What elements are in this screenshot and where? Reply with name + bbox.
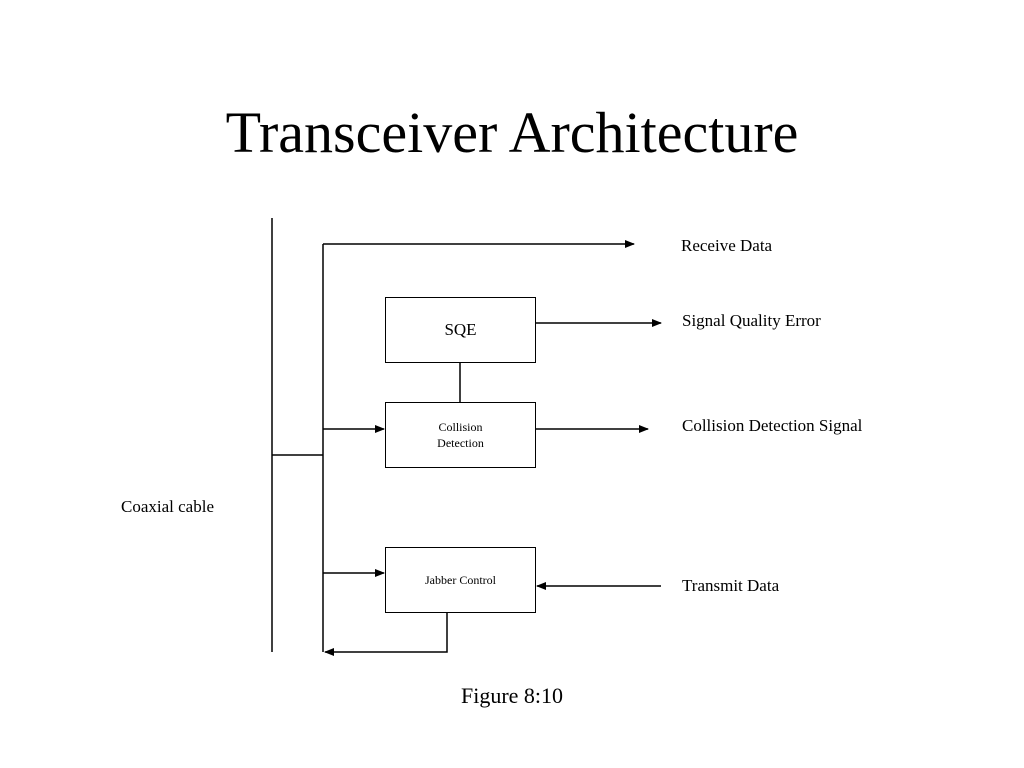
jabber-control-block: Jabber Control xyxy=(385,547,536,613)
slide-title: Transceiver Architecture xyxy=(225,100,799,165)
sqe-block: SQE xyxy=(385,297,536,363)
figure-caption: Figure 8:10 xyxy=(460,683,564,708)
jabber-block-label: Jabber Control xyxy=(425,573,496,587)
collision-detection-signal-label: Collision Detection Signal xyxy=(682,416,863,435)
collision-block-label-line2: Detection xyxy=(437,436,484,450)
transmit-data-label: Transmit Data xyxy=(682,576,780,595)
signal-quality-error-label: Signal Quality Error xyxy=(682,311,821,330)
receive-data-label: Receive Data xyxy=(681,236,773,255)
collision-block-label-line1: Collision xyxy=(438,420,483,434)
sqe-block-label: SQE xyxy=(444,320,477,339)
coaxial-cable-label: Coaxial cable xyxy=(121,497,214,516)
jabber-feedback-arrow xyxy=(324,612,448,656)
collision-detection-block: Collision Detection xyxy=(385,402,536,468)
